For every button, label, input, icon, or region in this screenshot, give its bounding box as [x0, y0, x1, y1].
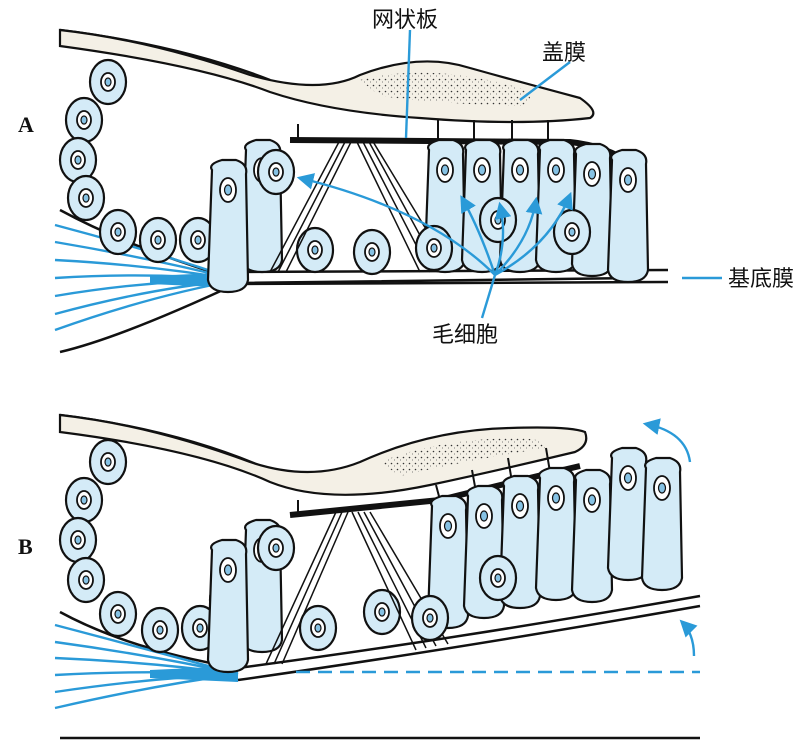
- tectorial-membrane-b: [58, 413, 588, 496]
- hair-cell-arrows: [296, 173, 573, 319]
- upward-motion-arrow-bottom: [679, 619, 698, 657]
- outer-hair-cells: [414, 138, 650, 284]
- basilar-membrane-line-b: [237, 594, 701, 670]
- label-tectorial-membrane: 盖膜: [542, 41, 586, 66]
- basilar-membrane-line-lower: [237, 280, 669, 286]
- reticular-lamina-leader: [404, 29, 412, 139]
- panel-letter-b: B: [18, 534, 33, 559]
- pillar-cells-b: [265, 511, 449, 665]
- tectorial-leader: [519, 61, 571, 101]
- label-hair-cells: 毛细胞: [432, 323, 498, 348]
- upward-motion-arrow-top: [642, 418, 692, 463]
- lower-wall-line: [59, 276, 641, 354]
- stereocilia-a: [297, 120, 549, 140]
- panel-a: A: [18, 8, 794, 354]
- label-basilar-membrane: 基底膜: [728, 267, 794, 292]
- tectorial-membrane: [58, 28, 595, 124]
- panel-b: B: [18, 413, 701, 740]
- label-reticular-lamina: 网状板: [372, 8, 438, 33]
- panel-letter-a: A: [18, 112, 34, 137]
